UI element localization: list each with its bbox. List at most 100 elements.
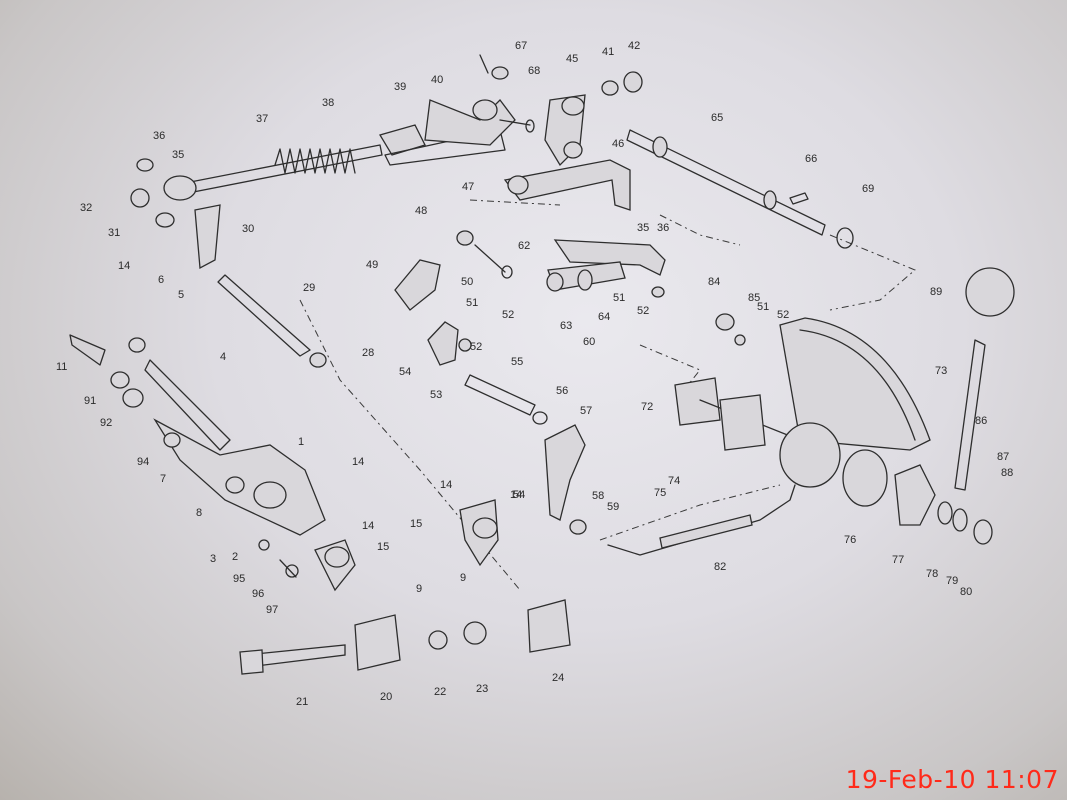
- assembly-line: [469, 199, 561, 206]
- lower-center-bracket: [546, 239, 666, 298]
- part-number-label: 95: [233, 573, 245, 585]
- part-number-label: 96: [252, 588, 264, 600]
- center-bracket-assembly: [479, 54, 643, 211]
- clevis-part: [394, 259, 441, 311]
- vertical-rod: [954, 339, 986, 491]
- part-number-label: 37: [256, 113, 268, 125]
- part-number-label: 4: [220, 351, 226, 363]
- part-number-label: 80: [960, 586, 972, 598]
- lever-part: [544, 424, 586, 521]
- part-number-label: 52: [470, 341, 482, 353]
- part-number-label: 52: [502, 309, 514, 321]
- part-number-label: 54: [399, 366, 411, 378]
- part-number-label: 35: [172, 149, 184, 161]
- part-number-label: 50: [461, 276, 473, 288]
- part-number-label: 76: [844, 534, 856, 546]
- part-number-label: 1: [298, 436, 304, 448]
- part-number-label: 52: [777, 309, 789, 321]
- assembly-line: [829, 234, 916, 311]
- part-number-label: 23: [476, 683, 488, 695]
- part-number-label: 88: [1001, 467, 1013, 479]
- part-number-label: 77: [892, 554, 904, 566]
- part-number-label: 68: [528, 65, 540, 77]
- part-number-label: 15: [377, 541, 389, 553]
- part-number-label: 72: [641, 401, 653, 413]
- part-number-label: 22: [434, 686, 446, 698]
- part-number-label: 66: [805, 153, 817, 165]
- part-number-label: 64: [598, 311, 610, 323]
- part-number-label: 30: [242, 223, 254, 235]
- assembly-line: [659, 214, 741, 246]
- part-number-label: 65: [711, 112, 723, 124]
- part-number-label: 6: [158, 274, 164, 286]
- part-number-label: 35: [637, 222, 649, 234]
- part-number-label: 41: [602, 46, 614, 58]
- part-number-label: 89: [930, 286, 942, 298]
- assembly-line: [599, 484, 781, 541]
- part-number-label: 46: [612, 138, 624, 150]
- part-number-label: 85: [748, 292, 760, 304]
- part-number-label: 63: [560, 320, 572, 332]
- part-number-label: 92: [100, 417, 112, 429]
- part-number-label: 29: [303, 282, 315, 294]
- part-number-label: 42: [628, 40, 640, 52]
- part-number-label: 36: [153, 130, 165, 142]
- part-number-label: 84: [708, 276, 720, 288]
- part-number-label: 56: [556, 385, 568, 397]
- part-number-label: 91: [84, 395, 96, 407]
- part-number-label: 15: [410, 518, 422, 530]
- part-number-label: 38: [322, 97, 334, 109]
- left-lever-assembly: [69, 204, 327, 536]
- part-number-label: 60: [583, 336, 595, 348]
- part-number-label: 97: [266, 604, 278, 616]
- part-number-label: 32: [80, 202, 92, 214]
- part-number-label: 7: [160, 473, 166, 485]
- part-number-label: 53: [430, 389, 442, 401]
- part-number-label: 11: [56, 361, 67, 373]
- part-number-label: 59: [607, 501, 619, 513]
- part-number-label: 51: [466, 297, 478, 309]
- part-number-label: 20: [380, 691, 392, 703]
- part-number-label: 14: [118, 260, 130, 272]
- part-number-label: 5: [178, 289, 184, 301]
- lower-blocks: [239, 499, 571, 675]
- part-number-label: 8: [196, 507, 202, 519]
- part-number-label: 28: [362, 347, 374, 359]
- part-number-label: 3: [210, 553, 216, 565]
- part-number-label: 14: [362, 520, 374, 532]
- part-number-label: 94: [137, 456, 149, 468]
- part-number-label: 54: [513, 489, 525, 501]
- gear-sector-assembly: [674, 313, 993, 545]
- long-shaft: [626, 129, 854, 249]
- part-number-label: 86: [975, 415, 987, 427]
- spring-rod: [130, 144, 383, 228]
- part-number-label: 51: [757, 301, 769, 313]
- part-number-label: 67: [515, 40, 527, 52]
- part-number-label: 87: [997, 451, 1009, 463]
- part-number-label: 69: [862, 183, 874, 195]
- part-number-label: 14: [510, 489, 522, 501]
- part-number-label: 74: [668, 475, 680, 487]
- part-number-label: 52: [637, 305, 649, 317]
- part-number-label: 24: [552, 672, 564, 684]
- upper-bracket: [379, 99, 535, 166]
- part-number-label: 36: [657, 222, 669, 234]
- part-number-label: 21: [296, 696, 308, 708]
- part-number-label: 79: [946, 575, 958, 587]
- part-number-label: 51: [613, 292, 625, 304]
- arm-part: [427, 321, 459, 366]
- part-number-label: 48: [415, 205, 427, 217]
- part-number-label: 14: [440, 479, 452, 491]
- part-number-label: 82: [714, 561, 726, 573]
- part-number-label: 73: [935, 365, 947, 377]
- control-cable: [607, 484, 796, 556]
- part-number-label: 45: [566, 53, 578, 65]
- part-number-label: 55: [511, 356, 523, 368]
- part-number-label: 58: [592, 490, 604, 502]
- part-number-label: 9: [460, 572, 466, 584]
- part-number-label: 75: [654, 487, 666, 499]
- part-number-label: 39: [394, 81, 406, 93]
